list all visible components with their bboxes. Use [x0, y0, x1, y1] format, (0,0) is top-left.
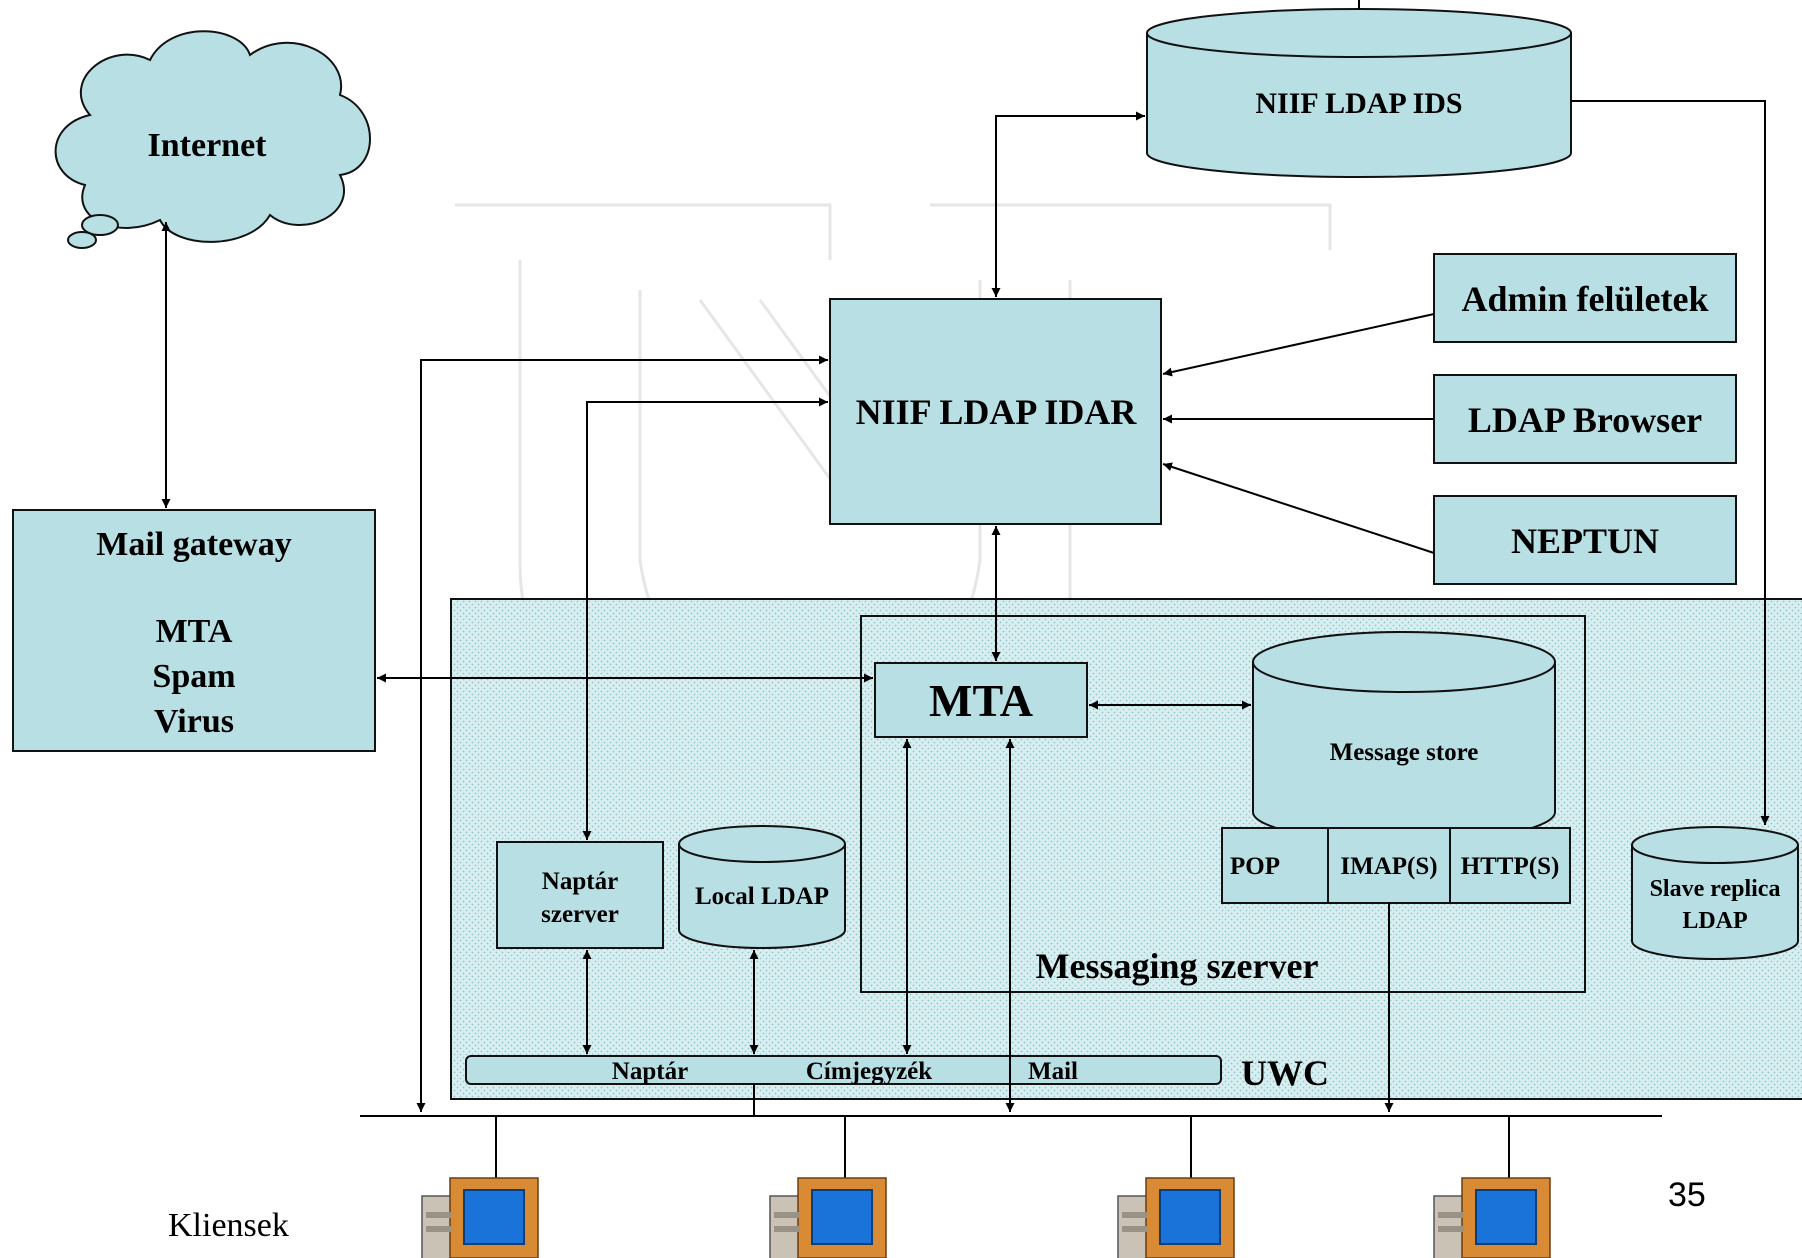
conn-admin-idar [1162, 313, 1435, 377]
conn-naptar-idar [582, 397, 828, 840]
uwc-label: UWC [1241, 1053, 1329, 1093]
uwc-naptar-label: Naptár [612, 1058, 688, 1085]
page-number: 35 [1668, 1176, 1706, 1214]
mta-box [874, 662, 1088, 738]
https-box [1449, 827, 1571, 904]
naptar-szerver-line-2: szerver [541, 901, 619, 928]
computer-icon [421, 1177, 539, 1258]
mail-gateway-line-2: Spam [152, 658, 235, 695]
uwc-cimjegyzek-label: Címjegyzék [806, 1058, 932, 1085]
computer-icon [1433, 1177, 1551, 1258]
imaps-box [1327, 827, 1451, 904]
client-computer-2 [769, 1177, 887, 1258]
client-computer-1 [421, 1177, 539, 1258]
slave-replica-line-2: LDAP [1682, 908, 1747, 934]
imaps-label: IMAP(S) [1340, 853, 1437, 880]
ldap-browser-label: LDAP Browser [1468, 400, 1702, 440]
computer-icon [1117, 1177, 1235, 1258]
message-store-cylinder: Message store [1252, 631, 1556, 843]
mta-label: MTA [929, 675, 1033, 726]
mail-gateway-line-3: Virus [154, 703, 234, 740]
local-ldap-label: Local LDAP [695, 883, 829, 910]
pop-label: POP [1230, 853, 1280, 880]
neptun-label: NEPTUN [1511, 521, 1659, 561]
uwc-mail-label: Mail [1028, 1058, 1078, 1085]
internet-label: Internet [148, 127, 268, 164]
computer-icon [769, 1177, 887, 1258]
idar-box [829, 298, 1162, 525]
conn-bus-idar [416, 355, 828, 1112]
messaging-szerver-label: Messaging szerver [1036, 946, 1319, 986]
naptar-szerver-box [496, 841, 664, 949]
clients-label: Kliensek [168, 1207, 289, 1244]
local-ldap-cylinder: Local LDAP [678, 825, 846, 949]
admin-label: Admin felületek [1462, 279, 1709, 319]
conn-ids-idar [991, 111, 1145, 297]
conn-ids-slave [1571, 100, 1770, 825]
conn-neptun-idar [1162, 462, 1435, 554]
ids-cylinder: NIIF LDAP IDS [1146, 8, 1572, 178]
mail-gateway-box [12, 509, 376, 752]
message-store-label: Message store [1330, 739, 1479, 766]
https-label: HTTP(S) [1461, 853, 1560, 880]
connections [161, 0, 1770, 1180]
ldap-browser-box [1433, 374, 1737, 464]
neptun-box [1433, 495, 1737, 585]
mail-gateway-title: Mail gateway [96, 526, 291, 563]
naptar-szerver-line-1: Naptár [542, 868, 618, 895]
idar-label: NIIF LDAP IDAR [856, 392, 1138, 432]
ids-label: NIIF LDAP IDS [1255, 87, 1462, 120]
client-computer-4 [1433, 1177, 1551, 1258]
slave-replica-line-1: Slave replica [1650, 876, 1781, 902]
client-computer-3 [1117, 1177, 1235, 1258]
slave-replica-cylinder: Slave replica LDAP [1631, 826, 1799, 960]
internet-cloud: Internet [54, 30, 371, 249]
mail-gateway-line-1: MTA [156, 613, 233, 650]
admin-box [1433, 253, 1737, 343]
